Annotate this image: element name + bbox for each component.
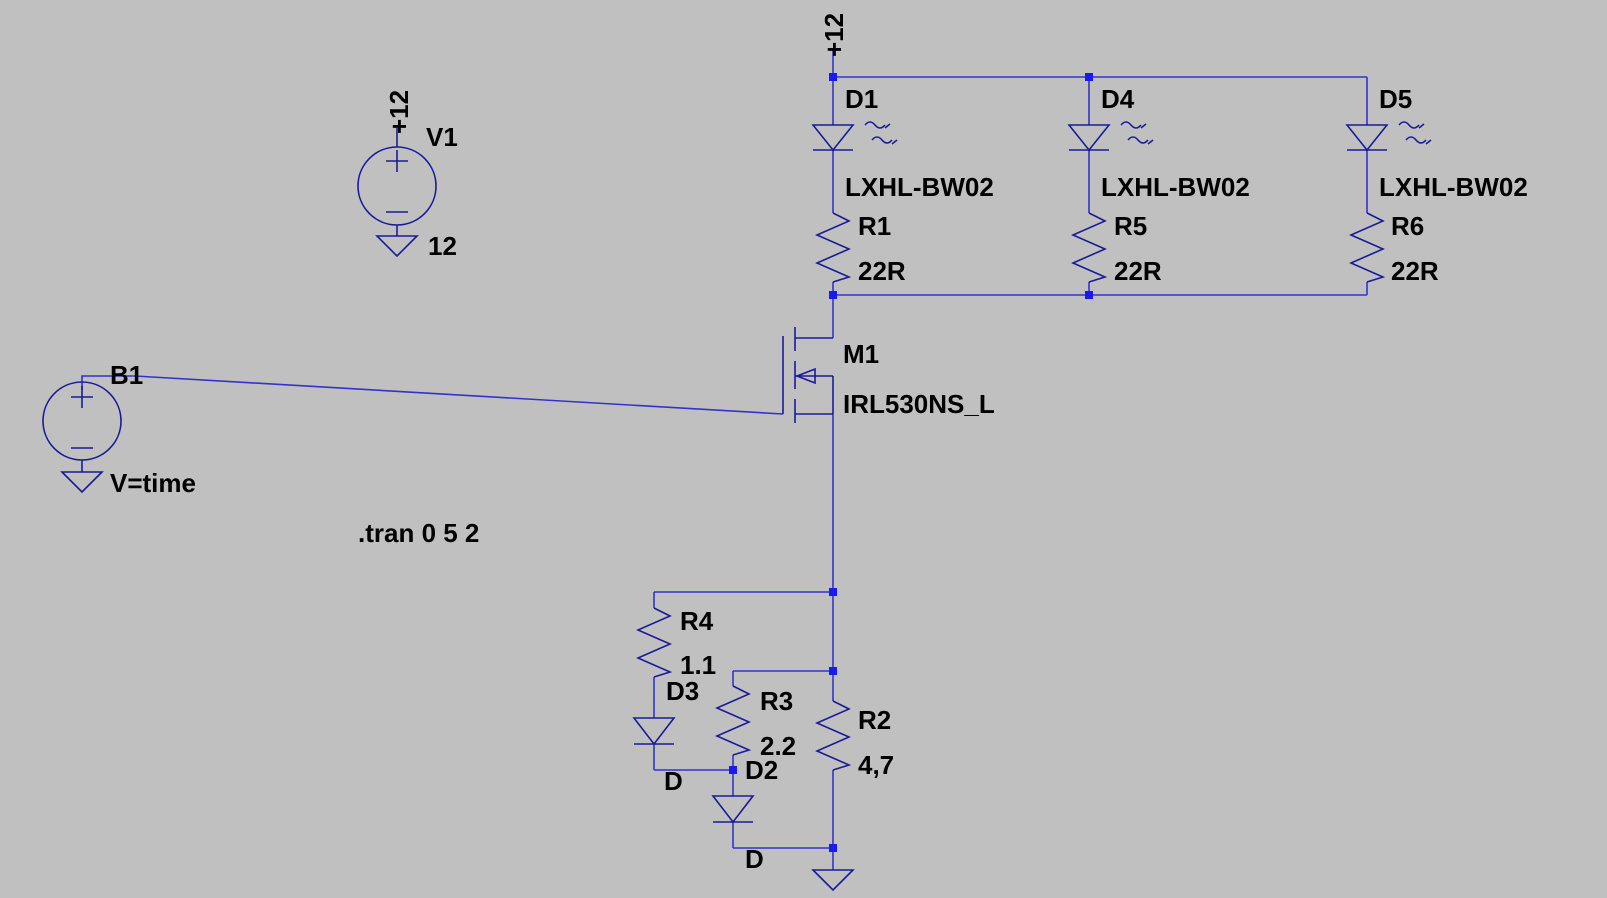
junction-dot — [829, 667, 837, 675]
source-b1[interactable]: B1 V=time — [42, 360, 196, 498]
component-value: LXHL-BW02 — [845, 172, 994, 202]
resistor-zigzag — [1071, 212, 1108, 283]
component-name: D2 — [745, 755, 778, 785]
junctions — [729, 73, 1093, 852]
component-name: V1 — [426, 122, 458, 152]
resistor-zigzag — [636, 607, 673, 678]
junction-dot — [1085, 73, 1093, 81]
resistor-zigzag — [815, 212, 852, 283]
component-value: 2.2 — [760, 731, 796, 761]
component-value: 22R — [1391, 256, 1439, 286]
net-label-top: +12 — [819, 13, 849, 57]
component-name: D4 — [1101, 84, 1135, 114]
component-value: LXHL-BW02 — [1101, 172, 1250, 202]
component-value: 12 — [428, 231, 457, 261]
light-emission-icon — [864, 121, 898, 145]
component-value: 22R — [1114, 256, 1162, 286]
wire-gate[interactable] — [81, 375, 784, 415]
mosfet-m1[interactable]: M1 IRL530NS_L — [782, 327, 995, 423]
mosfet-arrow-icon — [794, 367, 816, 385]
component-name: R6 — [1391, 211, 1424, 241]
resistor-r2[interactable]: R2 4,7 — [815, 700, 894, 780]
component-name: D1 — [845, 84, 878, 114]
component-name: D3 — [666, 676, 699, 706]
junction-dot — [829, 73, 837, 81]
component-name: D5 — [1379, 84, 1412, 114]
diode-d3[interactable]: D3 D — [632, 676, 699, 796]
component-name: R4 — [680, 606, 714, 636]
junction-dot — [829, 291, 837, 299]
diode-triangle — [1067, 124, 1111, 152]
component-value: 4,7 — [858, 750, 894, 780]
spice-directive[interactable]: .tran 0 5 2 — [358, 518, 479, 548]
component-value: V=time — [110, 468, 196, 498]
led-d5[interactable]: D5 LXHL-BW02 — [1345, 84, 1528, 202]
ground-icon — [60, 471, 104, 494]
diode-triangle — [811, 124, 855, 152]
diode-triangle — [1345, 124, 1389, 152]
component-name: M1 — [843, 339, 879, 369]
ground-icon — [375, 235, 419, 258]
resistor-r6[interactable]: R6 22R — [1349, 211, 1439, 286]
diode-d2[interactable]: D2 D — [711, 755, 778, 874]
led-d4[interactable]: D4 LXHL-BW02 — [1067, 84, 1250, 202]
junction-dot — [729, 766, 737, 774]
component-name: R1 — [858, 211, 891, 241]
component-name: B1 — [110, 360, 143, 390]
component-value: D — [664, 766, 683, 796]
light-emission-icon — [1120, 121, 1154, 145]
ground-icon[interactable] — [811, 869, 855, 892]
diode-triangle — [711, 795, 755, 824]
resistor-r1[interactable]: R1 22R — [815, 211, 906, 286]
diode-triangle — [632, 717, 676, 746]
component-value: D — [745, 844, 764, 874]
net-flag-top[interactable]: +12 — [819, 13, 849, 57]
component-value: IRL530NS_L — [843, 389, 995, 419]
wires — [81, 50, 1368, 870]
component-value: LXHL-BW02 — [1379, 172, 1528, 202]
component-name: R2 — [858, 705, 891, 735]
resistor-zigzag — [815, 700, 852, 771]
resistor-r4[interactable]: R4 1.1 — [636, 606, 716, 680]
led-d1[interactable]: D1 LXHL-BW02 — [811, 84, 994, 202]
component-name: R3 — [760, 686, 793, 716]
component-value: 1.1 — [680, 650, 716, 680]
resistor-zigzag — [715, 685, 752, 756]
junction-dot — [1085, 291, 1093, 299]
resistor-r5[interactable]: R5 22R — [1071, 211, 1162, 286]
component-value: 22R — [858, 256, 906, 286]
resistor-zigzag — [1349, 212, 1386, 283]
junction-dot — [829, 844, 837, 852]
source-v1[interactable]: +12 V1 12 — [357, 90, 458, 261]
component-name: R5 — [1114, 211, 1147, 241]
resistor-r3[interactable]: R3 2.2 — [715, 685, 796, 761]
light-emission-icon — [1398, 121, 1432, 145]
net-label-v1: +12 — [384, 90, 414, 134]
junction-dot — [829, 588, 837, 596]
